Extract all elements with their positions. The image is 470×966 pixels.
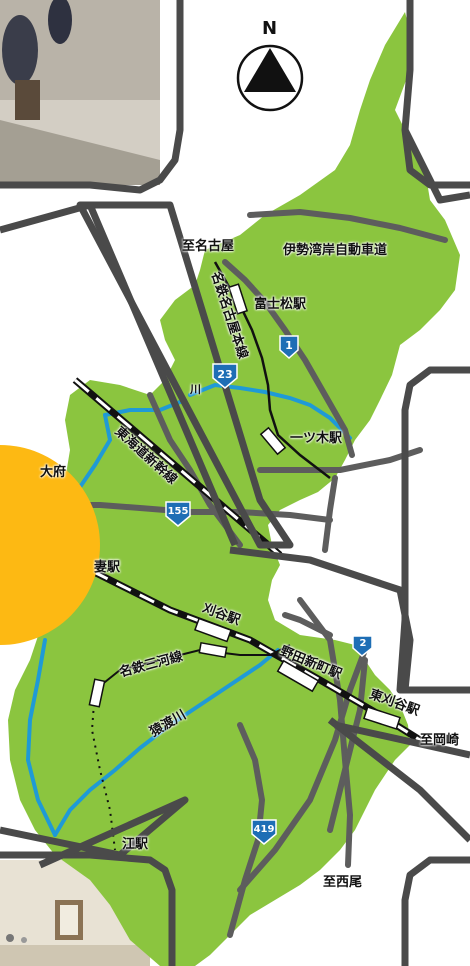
route-419-number: 419 [253, 824, 275, 835]
obu-label: 大府 [40, 465, 67, 480]
route-2-number: 2 [359, 638, 367, 649]
route-1-number: 1 [285, 339, 293, 352]
river-label: 川 [190, 383, 201, 396]
to-okazaki-label: 至岡崎 [420, 733, 460, 748]
to-nishio-label: 至西尾 [323, 875, 363, 890]
hitotsugi-station-label: 一ツ木駅 [290, 431, 343, 446]
ogakie-station-label: 江駅 [122, 837, 149, 852]
station-markers [88, 283, 401, 730]
tsuma-station-label: 妻駅 [94, 560, 121, 575]
tokaido-shinkansen-track [72, 377, 283, 558]
compass-north-label: N [262, 18, 278, 39]
compass [236, 44, 304, 112]
route-shields [165, 335, 373, 845]
fujimatsu-station-label: 富士松駅 [254, 297, 307, 312]
top-left-photo [0, 0, 160, 185]
ise-bay-expressway-label: 伊勢湾岸自動車道 [283, 243, 388, 258]
route-155-number: 155 [167, 506, 189, 517]
to-nagoya-label: 至名古屋 [182, 239, 235, 254]
route-23-number: 23 [217, 368, 233, 381]
orange-circle [0, 445, 100, 645]
